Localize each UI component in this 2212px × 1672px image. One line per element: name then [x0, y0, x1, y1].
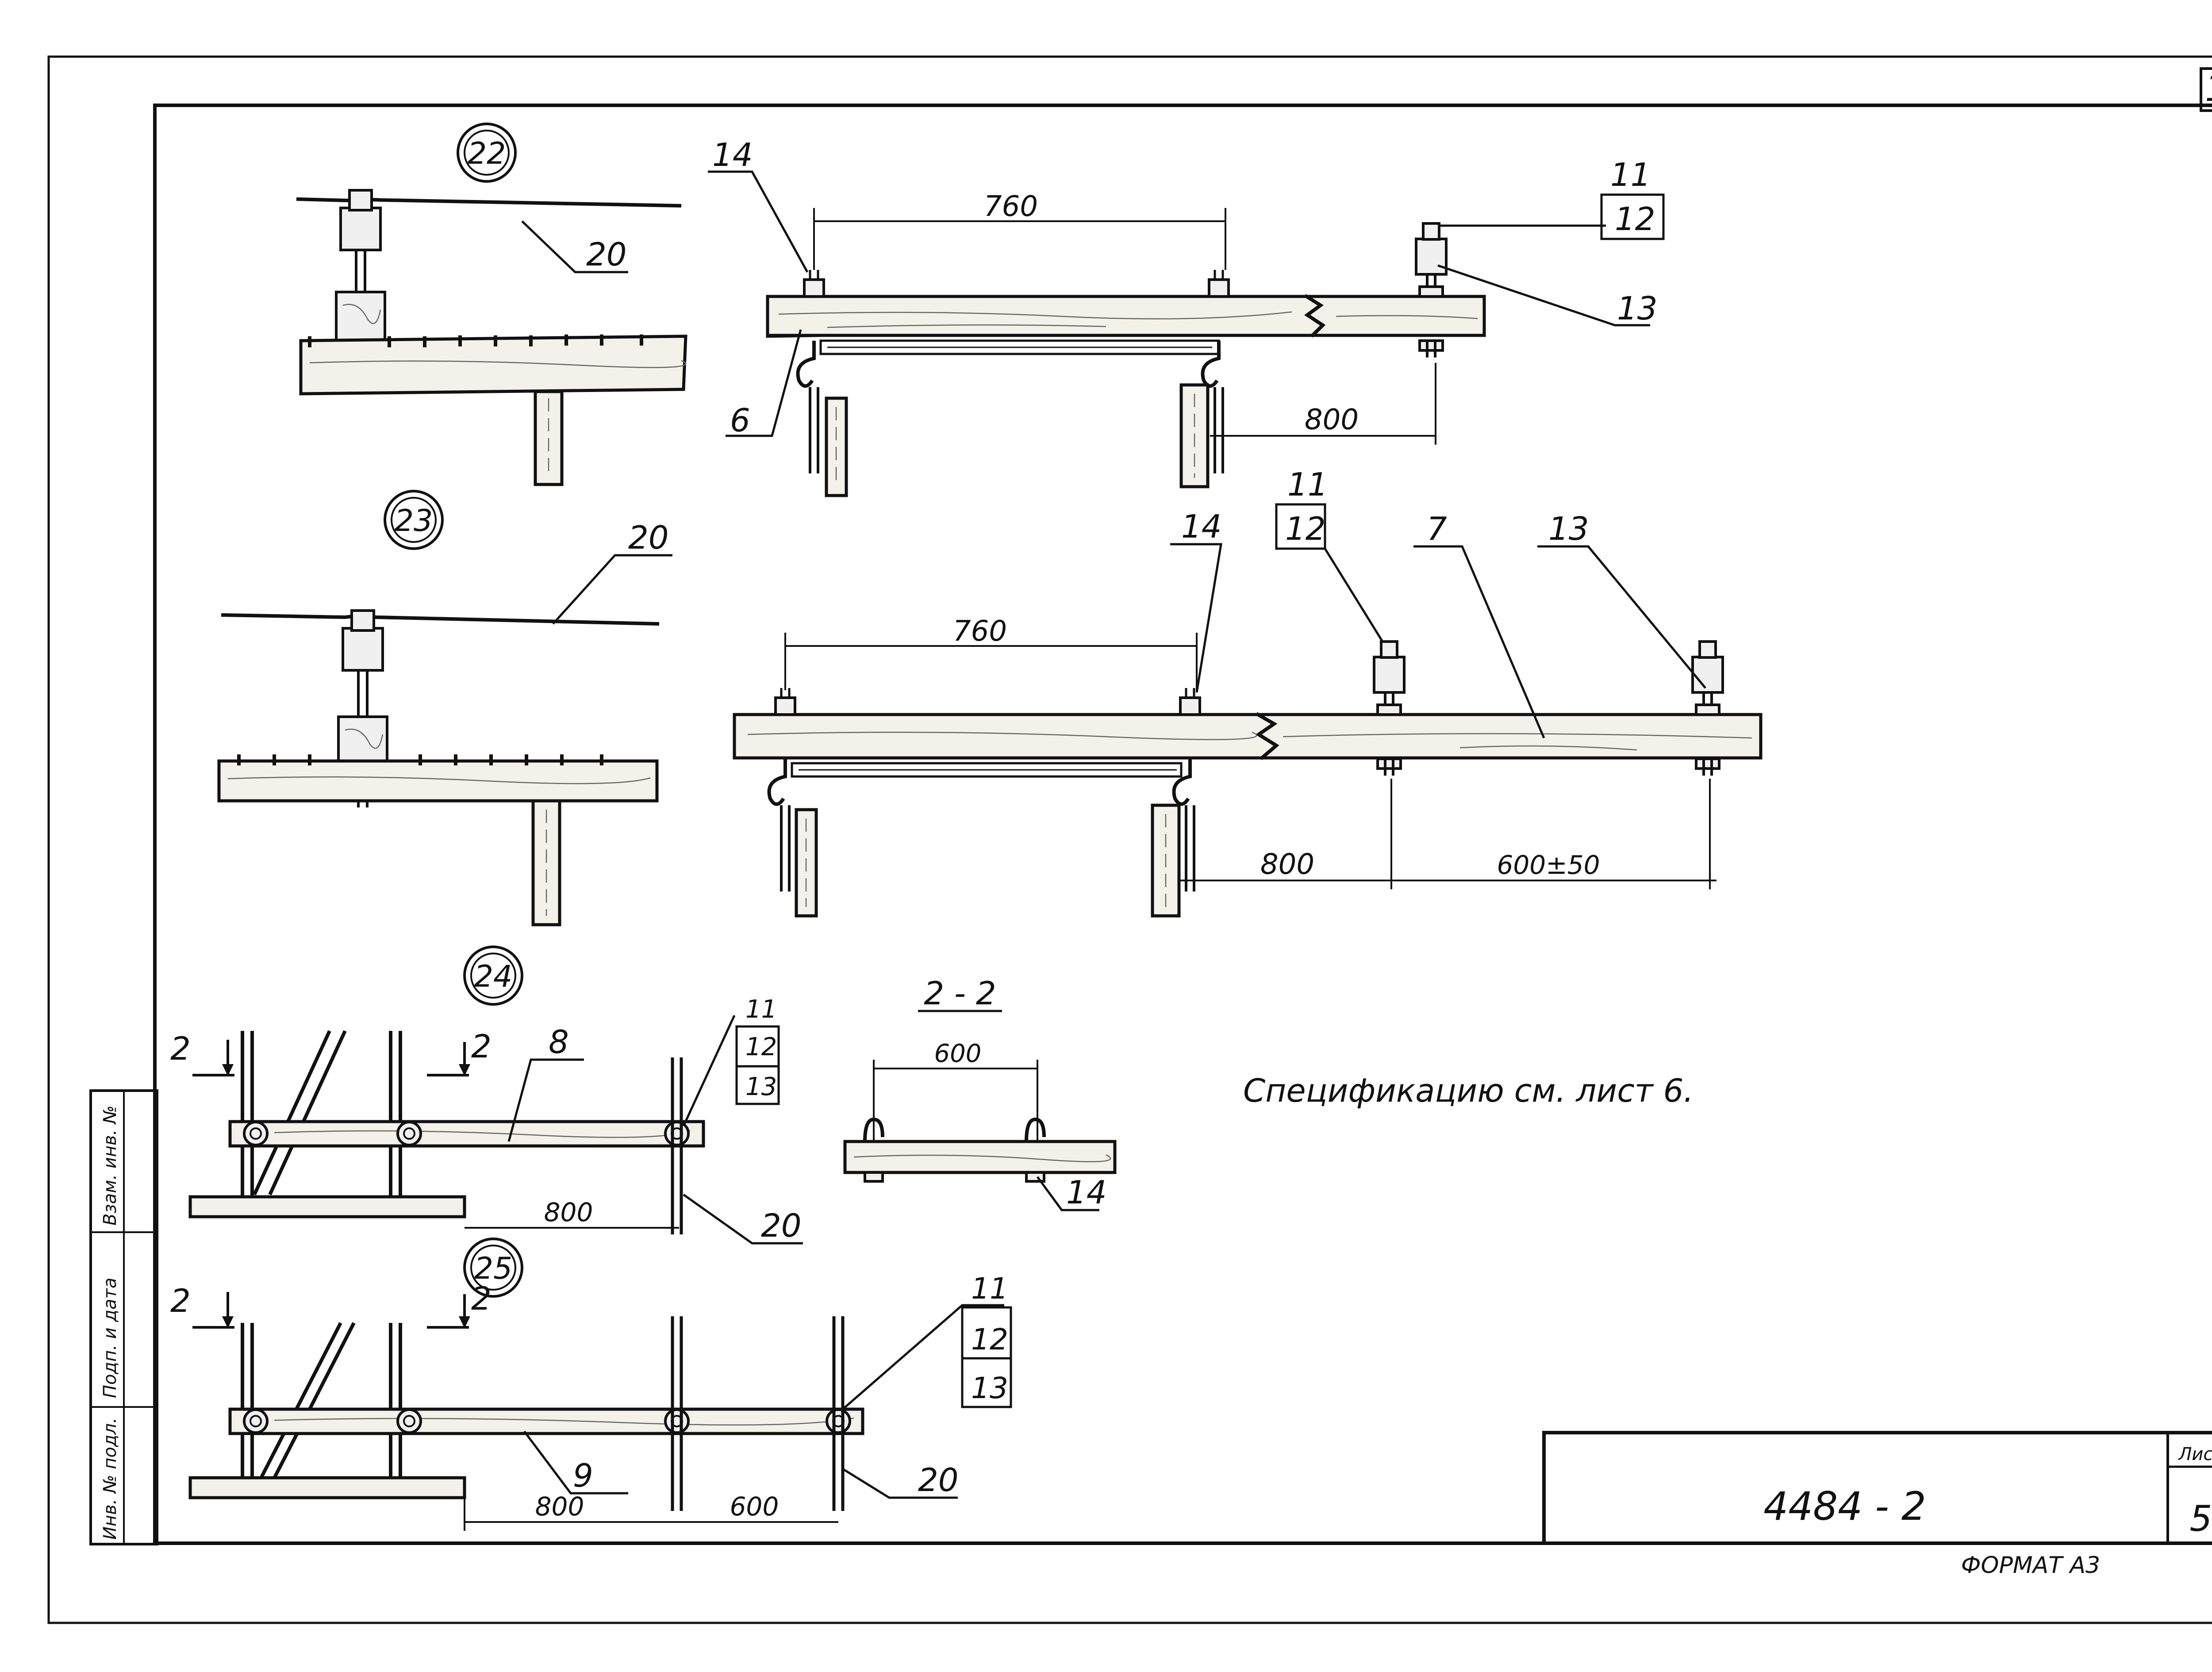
- sheet-label: Лист: [2177, 1444, 2212, 1464]
- v23-label-20: 20: [628, 519, 669, 556]
- staples-row-22: [308, 334, 643, 347]
- v22-label-13: 13: [1617, 290, 1658, 327]
- v23-label-11: 11: [1287, 466, 1328, 503]
- v25-label-20: 20: [918, 1461, 959, 1499]
- callout-25: 25: [474, 1251, 513, 1286]
- v23-dim-760: 760: [953, 615, 1007, 648]
- v24-cut-right: 2: [471, 1028, 492, 1065]
- section-2-2: 2 - 2 600 14: [843, 975, 1117, 1211]
- v22-label-11: 11: [1610, 156, 1651, 193]
- staples-row-23: [237, 754, 603, 765]
- v22-dim-760: 760: [984, 190, 1038, 223]
- stamp-inv-no: Инв. № подл.: [100, 1418, 120, 1540]
- v23-label-14: 14: [1181, 508, 1222, 545]
- v24-label-8: 8: [549, 1023, 569, 1061]
- title-block: 4484 - 2 Лист 5 ФОРМАТ А3: [1542, 1431, 2212, 1579]
- callout-22: 22: [468, 136, 506, 171]
- v25-label-9: 9: [573, 1457, 593, 1494]
- v22-label-14: 14: [712, 136, 753, 173]
- v25-label-13: 13: [971, 1371, 1008, 1405]
- sheet-frame: 15: [47, 55, 2212, 1624]
- v25-cut-left: 2: [170, 1282, 191, 1319]
- v23-label-7: 7: [1427, 510, 1447, 547]
- v25-label-11: 11: [971, 1272, 1008, 1306]
- format-label: ФОРМАТ А3: [1961, 1552, 2100, 1579]
- v24-label-20: 20: [761, 1207, 802, 1244]
- v22-label-20: 20: [586, 236, 627, 273]
- view-23-detail: 23 20: [217, 490, 672, 926]
- v23-label-12: 12: [1285, 510, 1326, 547]
- page-number: 15: [2205, 68, 2212, 109]
- stamp-repl-inv: Взам. инв. №: [100, 1105, 120, 1226]
- v23-dim-600: 600±50: [1497, 850, 1600, 880]
- v23-dim-800: 800: [1260, 848, 1314, 881]
- v24-label-13: 13: [745, 1072, 777, 1101]
- v25-dim-600: 600: [730, 1491, 779, 1522]
- specification-note: Спецификацию см. лист 6.: [1243, 1072, 1694, 1109]
- v23-label-13: 13: [1548, 510, 1589, 547]
- view-22-elevation: 760 800 14 6 11 12 13: [708, 136, 1665, 497]
- v22-label-12: 12: [1615, 200, 1655, 238]
- view-23-elevation: 760 800 600±50 14 11 12 7 13: [733, 466, 1763, 918]
- v22-dim-800: 800: [1305, 404, 1359, 436]
- callout-23: 23: [395, 504, 433, 538]
- section-label-14: 14: [1066, 1174, 1107, 1211]
- view-25-plan: 25 2 2 800 600 9 11 12: [170, 1238, 1012, 1531]
- v24-dim-800: 800: [544, 1197, 593, 1227]
- stamp-sign-date: Подп. и дата: [100, 1278, 120, 1398]
- section-dim-600: 600: [934, 1039, 982, 1068]
- section-title: 2 - 2: [924, 975, 996, 1012]
- v25-dim-800: 800: [535, 1491, 584, 1522]
- document-code: 4484 - 2: [1763, 1484, 1926, 1529]
- sheet-number: 5: [2190, 1498, 2212, 1539]
- v24-label-11: 11: [745, 995, 777, 1024]
- callout-24: 24: [474, 959, 513, 994]
- v25-label-12: 12: [971, 1322, 1008, 1357]
- view-24-plan: 24 2 2 800 8 11 12 13 20: [170, 946, 803, 1245]
- side-stamp: Инв. № подл. Подп. и дата Взам. инв. №: [89, 1089, 158, 1545]
- v24-label-12: 12: [745, 1033, 777, 1061]
- v25-cut-right: 2: [471, 1280, 492, 1317]
- v22-label-6: 6: [730, 402, 750, 439]
- view-22-detail: 22 20: [296, 123, 687, 486]
- v24-cut-left: 2: [170, 1030, 191, 1067]
